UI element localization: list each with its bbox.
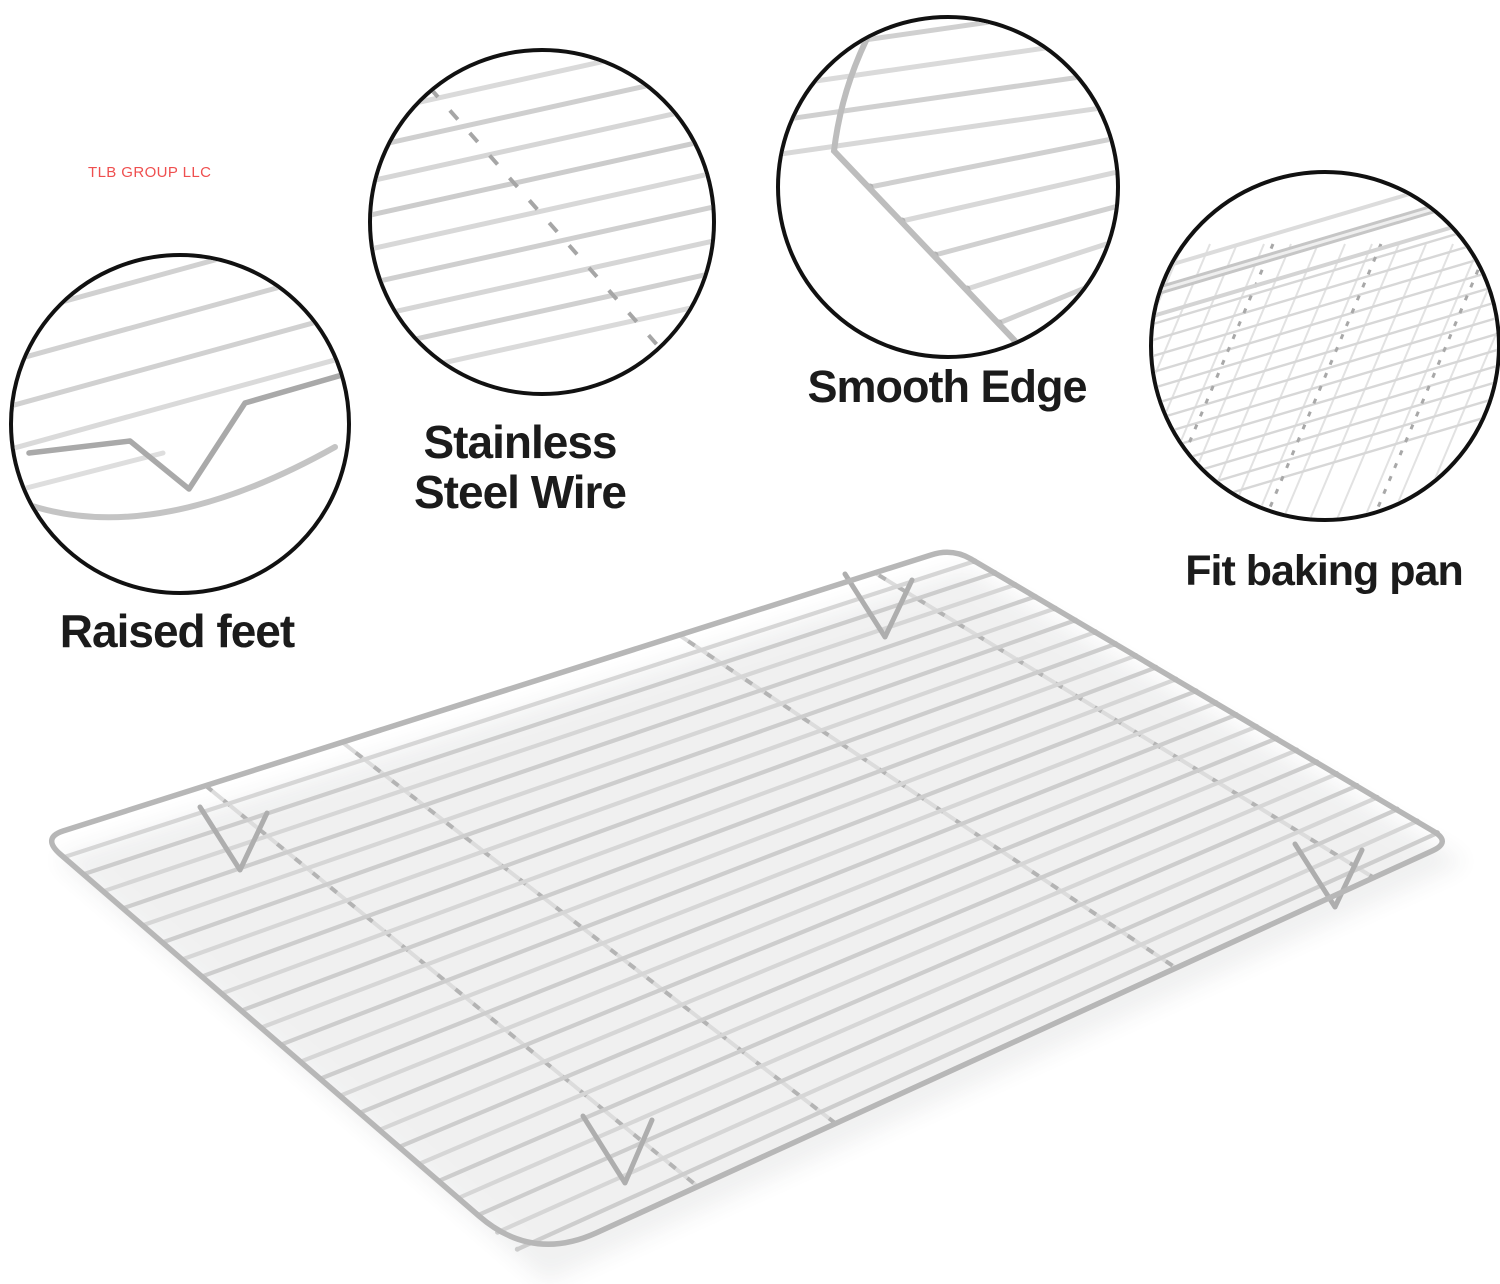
raised-feet-photo-circle: [9, 253, 351, 595]
feature-label-smooth-edge: Smooth Edge: [807, 361, 1088, 412]
feature-label-raised-feet: Raised feet: [59, 605, 295, 657]
raised-feet-detail-illustration: [13, 257, 347, 521]
smooth-edge-photo-circle: [776, 15, 1120, 359]
raised-foot: [842, 571, 915, 640]
raised-foot: [580, 1113, 655, 1186]
watermark-text: TLB GROUP LLC: [88, 164, 212, 181]
feature-label-line: Steel Wire: [413, 466, 627, 519]
fit-baking-pan-photo-circle: [1149, 170, 1500, 522]
raised-foot: [1292, 841, 1365, 910]
stainless-steel-wire-photo-circle: [368, 48, 716, 396]
feature-label-stainless-steel-wire: Stainless Steel Wire: [368, 417, 672, 517]
rack-wires: [61, 559, 1440, 1252]
stainless-steel-wire-detail-illustration: [372, 52, 712, 382]
raised-foot: [197, 804, 270, 873]
rack-feet: [197, 571, 1365, 1186]
feature-label-line: Stainless: [423, 416, 618, 468]
feature-label-fit-baking-pan: Fit baking pan: [1185, 547, 1463, 595]
fit-baking-pan-detail-illustration: [1153, 174, 1497, 518]
rack-frame: [49, 549, 1445, 1247]
smooth-edge-detail-illustration: [780, 19, 1116, 355]
